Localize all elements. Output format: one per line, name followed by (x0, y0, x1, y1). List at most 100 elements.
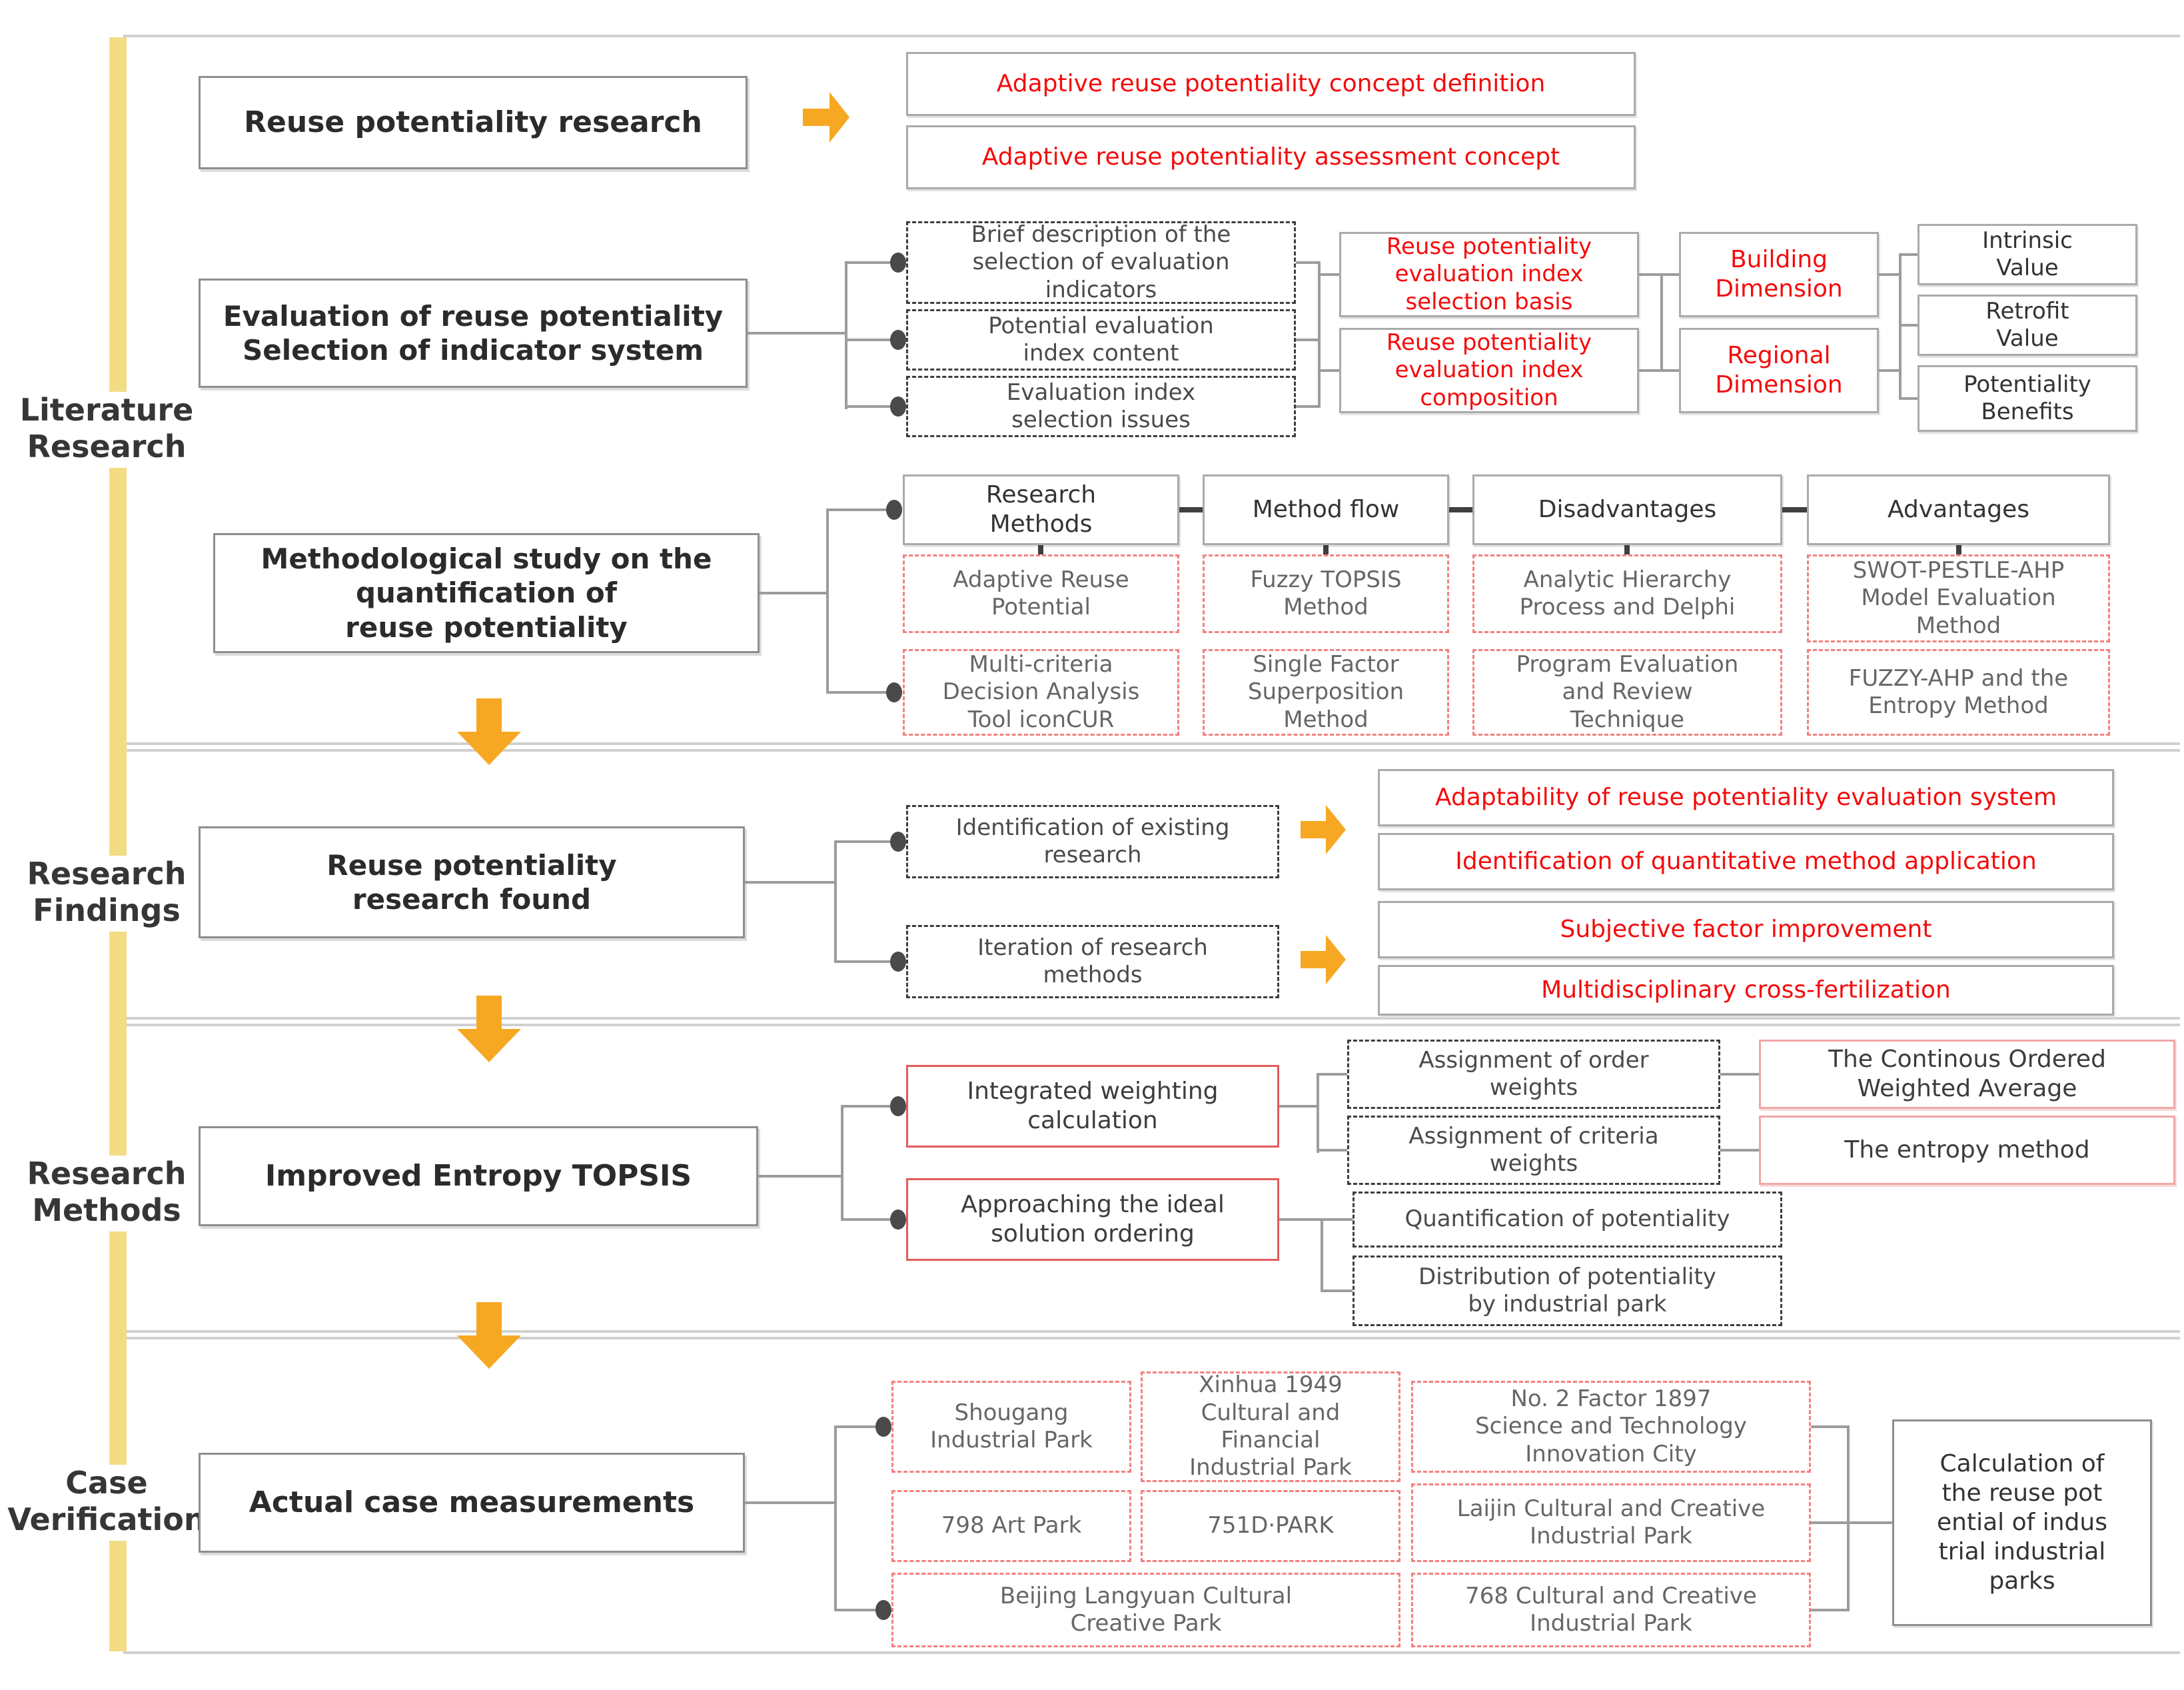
side-bar-segment (109, 932, 127, 1156)
junction-dot (890, 330, 906, 350)
continous-owa-box: The Continous Ordered Weighted Average (1759, 1040, 2175, 1109)
sidebar-label-research-findings: Research Findings (27, 856, 187, 929)
sidebar-label-case-verification: Case Verification (7, 1465, 206, 1538)
connector-line (1323, 545, 1329, 556)
connector-line (1038, 545, 1043, 556)
findings-branch-box: Iteration of research methods (906, 925, 1279, 998)
park-box-laijin: Laijin Cultural and Creative Industrial … (1411, 1483, 1811, 1562)
sidebar-label-research-methods: Research Methods (27, 1156, 187, 1229)
connector-line (841, 1105, 898, 1108)
regional-dimension-box: Regional Dimension (1679, 328, 1879, 413)
junction-dot (890, 952, 906, 972)
connector-line (834, 960, 898, 963)
connector-line (1318, 273, 1339, 276)
connector-line (1321, 1289, 1353, 1292)
connector-line (1879, 369, 1899, 372)
connector-line (758, 1175, 841, 1178)
connector-line (1179, 507, 1203, 512)
junction-dot (886, 500, 902, 520)
sidebar-label-literature-research: Literature Research (19, 392, 194, 465)
junction-dot (890, 1096, 906, 1116)
section-divider-1b (123, 749, 2180, 752)
evaluation-item-box: Evaluation index selection issues (906, 376, 1296, 437)
connector-line (841, 1218, 898, 1221)
section-divider-3b (123, 1337, 2180, 1339)
retrofit-value-box: Retrofit Value (1917, 295, 2137, 356)
junction-dot (875, 1417, 891, 1437)
connector-line (1279, 1105, 1317, 1108)
evaluation-item-box: Potential evaluation index content (906, 309, 1296, 371)
method-cell: Single Factor Superposition Method (1203, 649, 1449, 736)
improved-entropy-topsis-box: Improved Entropy TOPSIS (199, 1126, 758, 1226)
connector-line (1811, 1425, 1847, 1428)
section-divider-2a (123, 1017, 2180, 1020)
calculation-result-box: Calculation of the reuse pot ential of i… (1892, 1419, 2152, 1626)
intrinsic-value-box: Intrinsic Value (1917, 224, 2137, 285)
connector-line (1660, 369, 1679, 372)
park-box-798-art-park: 798 Art Park (891, 1490, 1131, 1562)
method-cell: Fuzzy TOPSIS Method (1203, 554, 1449, 633)
assessment-concept-box: Adaptive reuse potentiality assessment c… (906, 125, 1636, 189)
table-header-advantages: Advantages (1807, 474, 2110, 545)
connector-line (1624, 545, 1630, 556)
connector-line (826, 508, 894, 511)
connector-line (1899, 253, 1917, 256)
connector-line (1899, 324, 1917, 327)
side-bar-segment (109, 1232, 127, 1465)
findings-result-box: Subjective factor improvement (1378, 901, 2114, 958)
connector-line (834, 1425, 883, 1428)
method-cell: Adaptive Reuse Potential (903, 554, 1179, 633)
connector-line (834, 842, 837, 962)
distribution-potentiality-box: Distribution of potentiality by industri… (1353, 1256, 1782, 1326)
section-divider-3a (123, 1330, 2180, 1333)
connector-line (1279, 1218, 1321, 1221)
index-composition-box: Reuse potentiality evaluation index comp… (1339, 328, 1639, 413)
method-cell: Multi-criteria Decision Analysis Tool ic… (903, 649, 1179, 736)
findings-result-box: Identification of quantitative method ap… (1378, 833, 2114, 890)
connector-line (760, 592, 826, 594)
connector-line (1899, 397, 1917, 400)
concept-definition-box: Adaptive reuse potentiality concept defi… (906, 52, 1636, 116)
table-header-method-flow: Method flow (1203, 474, 1449, 545)
connector-line (1811, 1521, 1847, 1524)
side-bar-segment (109, 468, 127, 856)
connector-line (1660, 273, 1679, 276)
method-study-box: Methodological study on the quantificati… (213, 533, 760, 653)
section-border-top (123, 35, 2180, 37)
park-box-751d-park: 751D·PARK (1141, 1490, 1400, 1562)
connector-line (1956, 545, 1961, 556)
section-divider-1a (123, 742, 2180, 745)
method-cell: SWOT-PESTLE-AHP Model Evaluation Method (1807, 554, 2110, 642)
entropy-method-box: The entropy method (1759, 1116, 2175, 1185)
findings-result-box: Multidisciplinary cross-fertilization (1378, 965, 2114, 1016)
connector-line (845, 263, 847, 409)
junction-dot (890, 253, 906, 273)
junction-dot (890, 832, 906, 852)
section-divider-2b (123, 1024, 2180, 1026)
park-box-shougang: Shougang Industrial Park (891, 1381, 1131, 1473)
connector-line (845, 405, 898, 408)
connector-line (748, 332, 845, 335)
order-weights-box: Assignment of order weights (1347, 1040, 1720, 1109)
connector-line (1782, 507, 1807, 512)
connector-line (1720, 1073, 1759, 1076)
park-box-xinhua-1949: Xinhua 1949 Cultural and Financial Indus… (1141, 1371, 1400, 1482)
junction-dot (890, 1210, 906, 1230)
connector-line (1317, 1073, 1347, 1076)
evaluation-item-box: Brief description of the selection of ev… (906, 221, 1296, 304)
connector-line (1720, 1149, 1759, 1152)
connector-line (1296, 339, 1318, 341)
connector-line (1847, 1425, 1850, 1611)
findings-result-box: Adaptability of reuse potentiality evalu… (1378, 769, 2114, 826)
connector-line (1449, 507, 1472, 512)
park-box-768: 768 Cultural and Creative Industrial Par… (1411, 1573, 1811, 1647)
junction-dot (875, 1600, 891, 1620)
connector-line (1317, 1074, 1319, 1153)
quantification-potentiality-box: Quantification of potentiality (1353, 1192, 1782, 1248)
park-box-no2-factor-1897: No. 2 Factor 1897 Science and Technology… (1411, 1381, 1811, 1473)
connector-line (1879, 273, 1899, 276)
actual-case-measurements-box: Actual case measurements (199, 1453, 745, 1553)
potentiality-benefits-box: Potentiality Benefits (1917, 365, 2137, 432)
building-dimension-box: Building Dimension (1679, 232, 1879, 317)
